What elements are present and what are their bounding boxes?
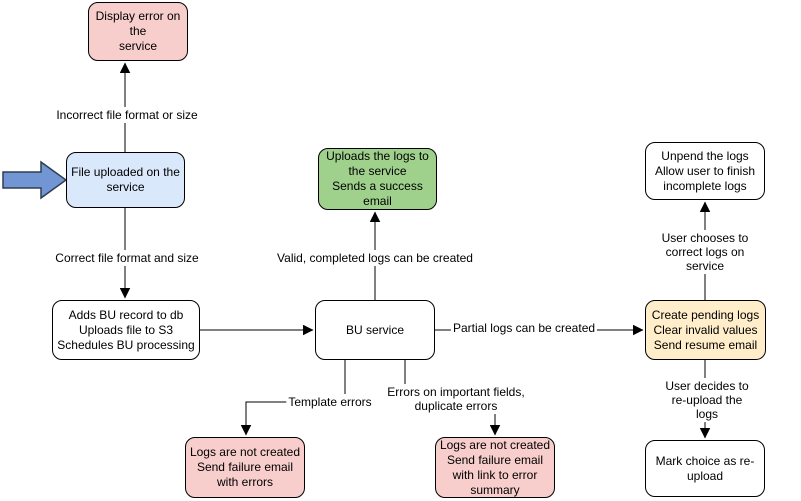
edge-label-template-errors: Template errors (286, 394, 374, 410)
edge-label-user-reuploads: User decides to re-upload the logs (660, 378, 754, 422)
node-bu-service: BU service (315, 300, 435, 360)
node-file-uploaded: File uploaded on the service (66, 152, 185, 208)
node-logs-not-created-errors: Logs are not created Send failure email … (185, 437, 305, 498)
node-adds-bu-record: Adds BU record to db Uploads file to S3 … (52, 300, 200, 360)
edge-label-user-corrects: User chooses to correct logs on service (657, 230, 753, 274)
edge-label-important-fields: Errors on important fields, duplicate er… (385, 384, 527, 414)
node-create-pending-logs: Create pending logs Clear invalid values… (645, 300, 766, 360)
edge-label-incorrect-file: Incorrect file format or size (54, 107, 200, 123)
edge-label-partial-logs: Partial logs can be created (450, 320, 598, 336)
node-display-error: Display error on the service (88, 2, 188, 61)
node-unpend-logs: Unpend the logs Allow user to finish inc… (645, 142, 765, 200)
entry-arrow-icon (2, 160, 68, 200)
node-logs-not-created-summary: Logs are not created Send failure email … (435, 437, 555, 498)
node-uploads-logs-success: Uploads the logs to the service Sends a … (318, 148, 437, 210)
edge-label-valid-completed: Valid, completed logs can be created (275, 250, 475, 266)
node-mark-choice-reupload: Mark choice as re- upload (645, 440, 765, 497)
edge-label-correct-file: Correct file format and size (53, 250, 201, 266)
